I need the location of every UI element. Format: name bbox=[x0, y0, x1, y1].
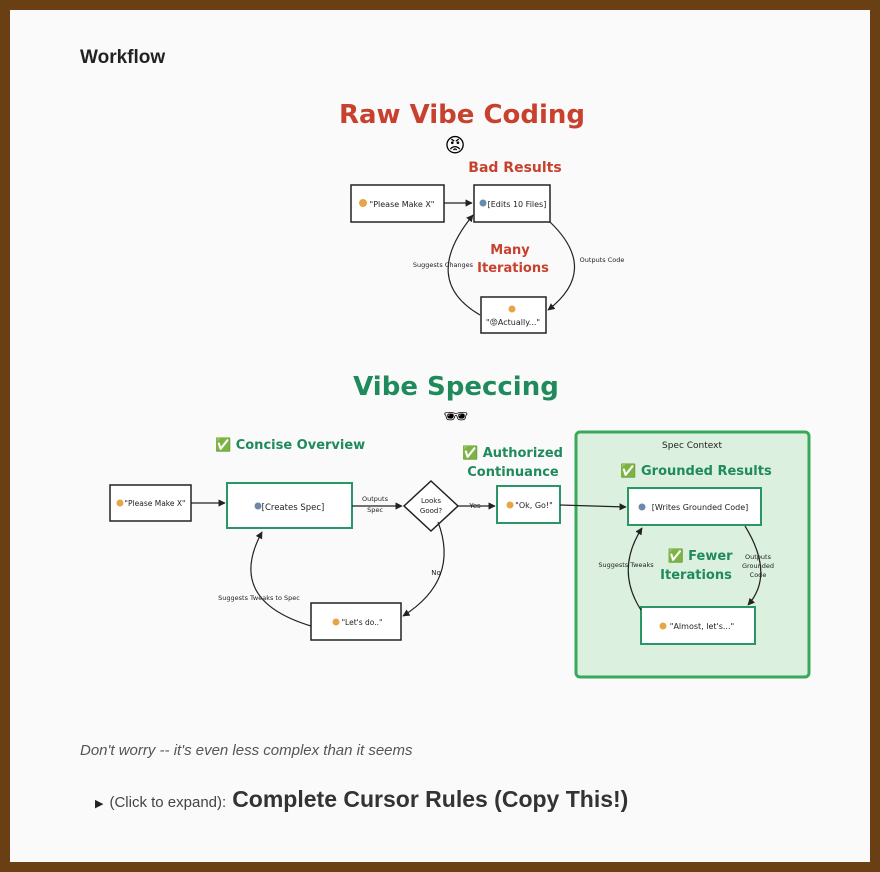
expand-toggle[interactable]: ▶ (Click to expand): Complete Cursor Rul… bbox=[95, 786, 628, 813]
outputs-code-label: Outputs Code bbox=[580, 256, 625, 264]
svg-text:[Edits 10 Files]: [Edits 10 Files] bbox=[488, 200, 547, 209]
svg-text:"Please Make X": "Please Make X" bbox=[370, 200, 435, 209]
expand-title: Complete Cursor Rules (Copy This!) bbox=[232, 786, 629, 812]
looks-good-diamond: Looks Good? bbox=[402, 479, 460, 533]
raw-box-actually: "😡Actually..." bbox=[480, 296, 547, 334]
suggests-tweaks-label-2: Suggests Tweaks bbox=[598, 561, 654, 569]
fewer-label: ✅ Fewer bbox=[667, 548, 733, 564]
svg-text:"😡Actually...": "😡Actually..." bbox=[486, 318, 540, 327]
outputs-grounded-1: Outputs bbox=[745, 553, 772, 561]
suggests-changes-label: Suggests Changes bbox=[413, 261, 474, 269]
authorized-label: ✅ Authorized bbox=[462, 445, 563, 461]
disclosure-triangle-icon[interactable]: ▶ bbox=[95, 798, 104, 810]
spec-box-lets: "Let's do.." bbox=[310, 602, 402, 641]
workflow-diagram: Raw Vibe Coding 😡 Bad Results "Please Ma… bbox=[109, 100, 811, 679]
many-label: Many bbox=[490, 243, 530, 258]
outputs-grounded-3: Code bbox=[750, 571, 767, 579]
section-heading: Workflow bbox=[80, 47, 166, 68]
many-iterations-label: Iterations bbox=[477, 261, 549, 276]
svg-text:"Almost, let's...": "Almost, let's..." bbox=[670, 622, 734, 631]
yes-label: Yes bbox=[468, 502, 481, 510]
svg-text:"Let's do..": "Let's do.." bbox=[342, 618, 383, 627]
concise-overview-label: ✅ Concise Overview bbox=[215, 437, 365, 453]
spec-box-okgo: "Ok, Go!" bbox=[496, 485, 561, 524]
spec-title: Vibe Speccing bbox=[353, 372, 559, 402]
fewer-iterations-label: Iterations bbox=[660, 568, 732, 583]
no-label: No bbox=[431, 569, 441, 577]
spec-box-creates: [Creates Spec] bbox=[226, 482, 353, 529]
continuance-label: Continuance bbox=[467, 465, 559, 480]
raw-box-edits: [Edits 10 Files] bbox=[473, 184, 551, 223]
raw-title: Raw Vibe Coding bbox=[339, 100, 585, 130]
spec-box-please-make: "Please Make X" bbox=[109, 484, 192, 522]
svg-text:Looks: Looks bbox=[421, 497, 441, 505]
sunglasses-icon: 🕶 bbox=[443, 404, 468, 428]
outputs-spec-label-1: Outputs bbox=[362, 495, 389, 503]
angry-face-icon: 😡 bbox=[445, 133, 466, 157]
expand-prefix: (Click to expand): bbox=[109, 794, 227, 811]
spec-box-writes: [Writes Grounded Code] bbox=[627, 487, 762, 526]
page-frame: Workflow Raw Vibe Coding 😡 Bad Results "… bbox=[10, 10, 870, 862]
suggests-tweaks-label: Suggests Tweaks to Spec bbox=[218, 594, 300, 602]
svg-text:"Ok, Go!": "Ok, Go!" bbox=[515, 501, 553, 510]
spec-box-almost: "Almost, let's..." bbox=[640, 606, 756, 645]
outputs-grounded-2: Grounded bbox=[742, 562, 774, 570]
outputs-spec-label-2: Spec bbox=[367, 506, 383, 514]
svg-text:[Writes Grounded Code]: [Writes Grounded Code] bbox=[652, 503, 749, 512]
grounded-results-label: ✅ Grounded Results bbox=[620, 463, 772, 479]
svg-text:Good?: Good? bbox=[420, 507, 442, 515]
bad-results-label: Bad Results bbox=[468, 160, 561, 176]
svg-text:[Creates Spec]: [Creates Spec] bbox=[262, 503, 325, 513]
spec-context-title: Spec Context bbox=[662, 441, 723, 451]
raw-box-please-make: "Please Make X" bbox=[350, 184, 445, 223]
caption-text: Don't worry -- it's even less complex th… bbox=[80, 742, 413, 759]
svg-text:"Please Make X": "Please Make X" bbox=[125, 499, 186, 508]
